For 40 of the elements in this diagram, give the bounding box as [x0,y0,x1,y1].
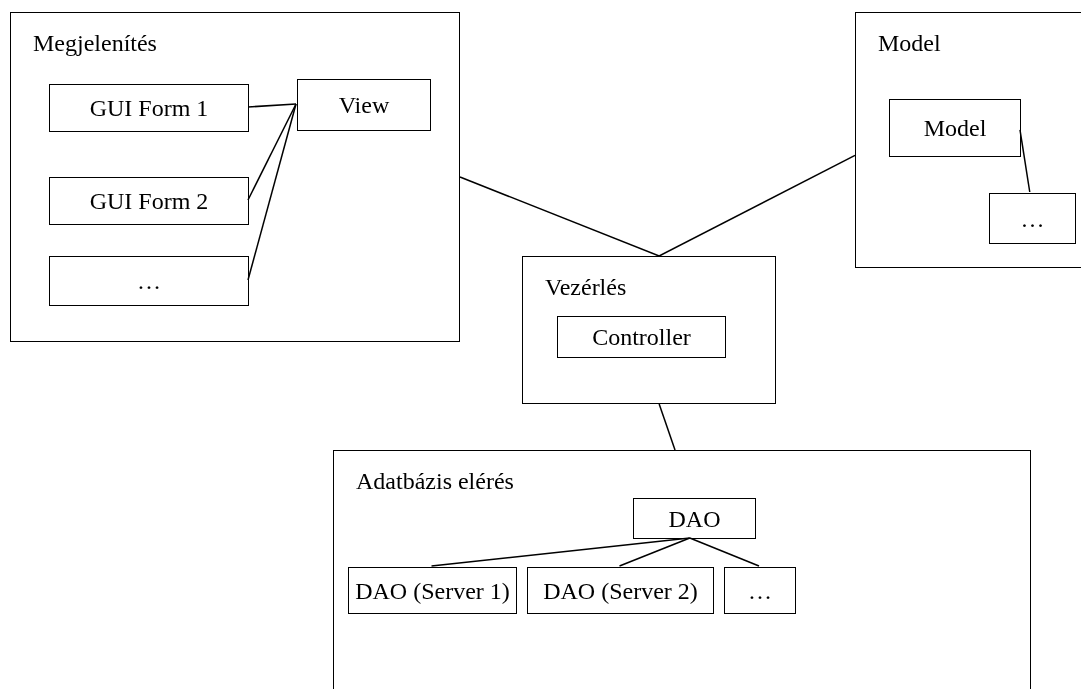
connector-line [689,537,760,567]
box-label: … [137,269,161,293]
component-box [724,567,796,614]
component-box [557,316,726,358]
component-box [633,498,756,539]
component-box [889,99,1021,157]
connector-line [618,537,691,567]
connector-line [247,103,297,281]
group-box [522,256,776,404]
component-box [49,256,249,306]
box-label: DAO (Server 1) [355,578,510,603]
group-title: Adatbázis elérés [356,469,514,493]
box-label: Controller [592,325,691,349]
component-box [49,177,249,225]
component-box [49,84,249,132]
connector-line [430,537,691,567]
box-label: GUI Form 2 [89,189,209,213]
group-title: Megjelenítés [33,31,157,55]
box-label: DAO (Server 2) [543,578,698,603]
connector-line [247,103,297,201]
box-label: Model [923,116,987,140]
component-box [348,567,517,614]
connector-line [459,176,660,257]
box-label: DAO [668,506,721,531]
group-box [10,12,460,342]
component-box [989,193,1076,244]
box-label: … [1020,206,1045,231]
box-label: View [338,93,390,117]
connector-line [247,103,297,108]
box-label: … [748,578,772,603]
connector-line [1019,129,1031,193]
group-box [333,450,1031,689]
box-label: GUI Form 1 [89,96,209,120]
component-box [297,79,431,131]
connector-line [658,403,676,451]
group-title: Model [878,31,941,55]
component-box [527,567,714,614]
group-box [855,12,1081,268]
group-title: Vezérlés [545,275,627,299]
connector-line [658,154,856,257]
